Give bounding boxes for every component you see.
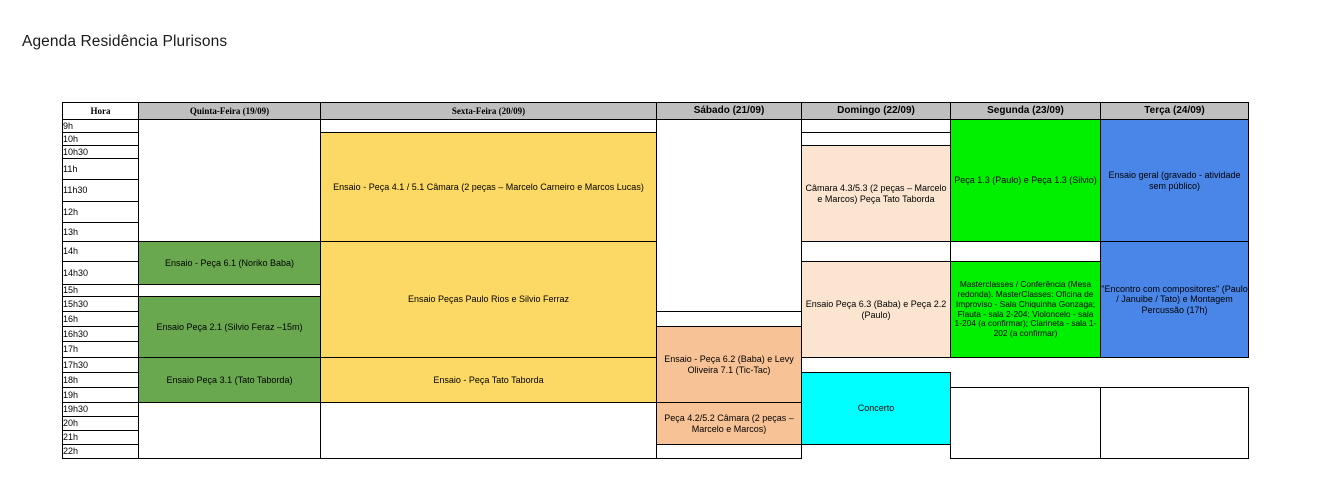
- hour-label: 16h: [62, 311, 139, 327]
- table-row: 10h Ensaio - Peça 4.1 / 5.1 Câmara (2 pe…: [62, 132, 1249, 242]
- hour-label: 22h: [62, 444, 139, 459]
- hour-label: 15h30: [62, 296, 139, 312]
- hour-label: 16h30: [62, 326, 139, 342]
- table-row: 16h: [62, 311, 1249, 327]
- cell-sun-14h-empty: [801, 241, 951, 262]
- hour-label: 10h30: [62, 145, 139, 159]
- event-sat-afternoon[interactable]: Ensaio - Peça 6.2 (Baba) e Levy Oliveira…: [656, 326, 802, 403]
- cell-sat-22h-empty: [656, 444, 802, 459]
- table-row: 14h Ensaio - Peça 6.1 (Noriko Baba) Ensa…: [62, 241, 1249, 358]
- table-row: 17h: [62, 341, 1249, 358]
- event-thu-2[interactable]: Ensaio Peça 2.1 (Silvio Feraz –15m): [138, 296, 321, 358]
- hour-label: 11h30: [62, 179, 139, 202]
- hour-label: 15h: [62, 284, 139, 297]
- table-row: 19h: [62, 387, 1249, 459]
- event-thu-1[interactable]: Ensaio - Peça 6.1 (Noriko Baba): [138, 241, 321, 285]
- column-header-domingo: Domingo (22/09): [801, 102, 951, 120]
- table-row: 10h30 Câmara 4.3/5.3 (2 peças – Marcelo …: [62, 145, 1249, 242]
- table-row: 9h Peça 1.3 (Paulo) e Peça 1.3 (Silvio) …: [62, 119, 1249, 312]
- table-row: 21h: [62, 430, 1249, 445]
- hour-label: 18h: [62, 372, 139, 388]
- hour-label: 19h30: [62, 402, 139, 417]
- table-row: 15h30 Ensaio Peça 2.1 (Silvio Feraz –15m…: [62, 296, 1249, 358]
- cell-thu-evening-empty: [138, 402, 321, 459]
- hour-label: 20h: [62, 416, 139, 431]
- event-tue-afternoon[interactable]: "Encontro com compositores" (Paulo / Jan…: [1100, 241, 1249, 358]
- table-row: 15h: [62, 284, 1249, 297]
- column-header-sexta: Sexta-Feira (20/09): [320, 102, 657, 120]
- event-tue-morning[interactable]: Ensaio geral (gravado - atividade sem pú…: [1100, 119, 1249, 242]
- hour-label: 17h: [62, 341, 139, 358]
- cell-thu-morning-empty: [138, 119, 321, 242]
- table-row: 14h30 Ensaio Peça 6.3 (Baba) e Peça 2.2 …: [62, 261, 1249, 358]
- hour-label: 10h: [62, 132, 139, 146]
- column-header-segunda: Segunda (23/09): [950, 102, 1101, 120]
- event-sat-night[interactable]: Peça 4.2/5.2 Câmara (2 peças – Marcelo e…: [656, 402, 802, 445]
- cell-sat-morning-empty: [656, 119, 802, 312]
- cell-sun-10h-empty: [801, 132, 951, 146]
- cell-fri-night-empty: [320, 402, 657, 459]
- event-tue-concert[interactable]: Concerto: [801, 372, 951, 445]
- column-header-terca: Terça (24/09): [1100, 102, 1249, 120]
- table-row: 12h: [62, 201, 1249, 223]
- event-mon-morning[interactable]: Peça 1.3 (Paulo) e Peça 1.3 (Silvio): [950, 119, 1101, 242]
- column-header-hora: Hora: [62, 102, 139, 120]
- column-header-quinta: Quinta-Feira (19/09): [138, 102, 321, 120]
- event-sun-afternoon[interactable]: Ensaio Peça 6.3 (Baba) e Peça 2.2 (Paulo…: [801, 261, 951, 358]
- column-header-sabado: Sábado (21/09): [656, 102, 802, 120]
- hour-label: 14h30: [62, 261, 139, 285]
- hour-label: 11h: [62, 158, 139, 180]
- cell-mon-evening-empty: [1100, 387, 1249, 459]
- page-title: Agenda Residência Plurisons: [22, 33, 228, 50]
- hour-label: 13h: [62, 222, 139, 242]
- hour-label: 9h: [62, 119, 139, 133]
- table-header-row: Hora Quinta-Feira (19/09) Sexta-Feira (2…: [62, 102, 1249, 120]
- agenda-table: Hora Quinta-Feira (19/09) Sexta-Feira (2…: [62, 102, 1249, 459]
- event-fri-afternoon[interactable]: Ensaio Peças Paulo Rios e Silvio Ferraz: [320, 241, 657, 358]
- hour-label: 17h30: [62, 357, 139, 373]
- cell-mon-14h-empty: [950, 241, 1101, 262]
- table-row: 17h30 Ensaio Peça 3.1 (Tato Taborda) Ens…: [62, 357, 1249, 403]
- event-thu-3[interactable]: Ensaio Peça 3.1 (Tato Taborda): [138, 357, 321, 403]
- hour-label: 14h: [62, 241, 139, 262]
- hour-label: 19h: [62, 387, 139, 403]
- event-fri-morning[interactable]: Ensaio - Peça 4.1 / 5.1 Câmara (2 peças …: [320, 132, 657, 242]
- hour-label: 12h: [62, 201, 139, 223]
- cell-sun-evening-empty: [950, 387, 1101, 459]
- cell-fri-9h-empty: [320, 119, 657, 133]
- hour-label: 21h: [62, 430, 139, 445]
- event-mon-afternoon[interactable]: Masterclasses / Conferência (Mesa redond…: [950, 261, 1101, 358]
- table-row: 19h30 Peça 4.2/5.2 Câmara (2 peças – Mar…: [62, 402, 1249, 459]
- event-sun-morning[interactable]: Câmara 4.3/5.3 (2 peças – Marcelo e Marc…: [801, 145, 951, 242]
- event-fri-evening[interactable]: Ensaio - Peça Tato Taborda: [320, 357, 657, 403]
- agenda-sheet: Hora Quinta-Feira (19/09) Sexta-Feira (2…: [62, 102, 1249, 459]
- table-row: 11h: [62, 158, 1249, 180]
- table-row: 18h Concerto: [62, 372, 1249, 445]
- table-row: 22h: [62, 444, 1249, 459]
- table-row: 16h30 Ensaio - Peça 6.2 (Baba) e Levy Ol…: [62, 326, 1249, 403]
- cell-thu-15h-empty: [138, 284, 321, 297]
- cell-sun-9h-empty: [801, 119, 951, 133]
